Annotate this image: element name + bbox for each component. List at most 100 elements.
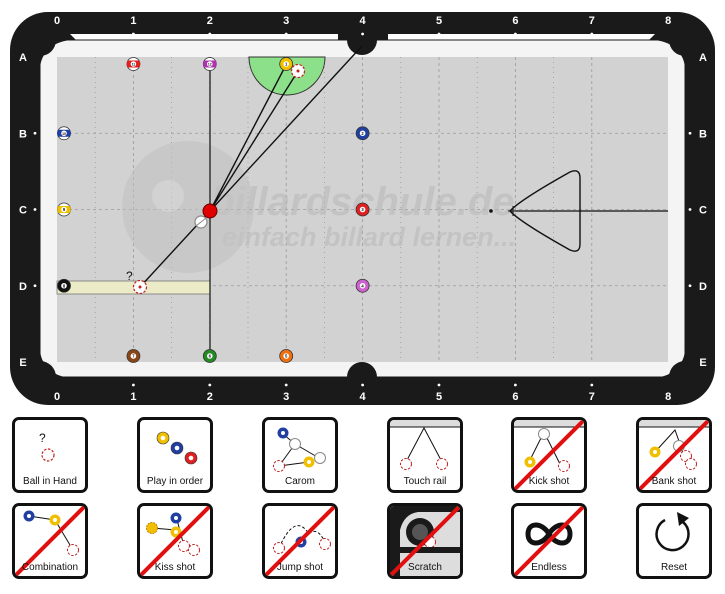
reset-icon — [655, 512, 690, 552]
row-label-B: B — [19, 128, 27, 140]
col-label-7: 7 — [589, 391, 595, 403]
ball-in-hand-icon: ? — [39, 431, 55, 462]
bank-shot-button[interactable]: Bank shot — [636, 417, 712, 493]
disabled-cross — [265, 506, 335, 576]
pool-ball-number: 11 — [132, 63, 136, 67]
diamond-marker — [361, 32, 364, 36]
diamond-marker — [688, 208, 692, 211]
button-label: Touch rail — [403, 476, 447, 487]
diamond-marker — [33, 131, 37, 135]
pockets — [18, 20, 707, 398]
pool-ball-number: 2 — [361, 131, 364, 136]
pool-ball-4[interactable]: 4 — [355, 278, 370, 293]
diamond-marker — [33, 208, 37, 211]
disabled-cross — [15, 506, 85, 576]
play-in-order-icon — [156, 431, 198, 465]
cue-ball-target[interactable] — [290, 63, 306, 79]
foot-spot — [489, 209, 493, 213]
play-in-order-button[interactable]: Play in order — [137, 417, 213, 493]
pool-ball-11[interactable]: 11 — [126, 57, 141, 71]
button-label: Jump shot — [276, 562, 324, 573]
diamond-marker — [284, 383, 288, 387]
touch-rail-icon — [390, 420, 460, 470]
scratch-button[interactable]: Scratch — [387, 503, 463, 579]
pool-table[interactable]: billardschule.de einfach billard lernen.… — [0, 0, 725, 412]
diamond-marker — [33, 284, 37, 288]
pool-ball-3[interactable]: 3 — [355, 202, 370, 217]
pool-ball-6[interactable]: 6 — [202, 349, 217, 363]
carom-button[interactable]: Carom — [262, 417, 338, 493]
pool-ball-9[interactable]: 9 — [57, 202, 71, 217]
button-label: Play in order — [146, 476, 204, 487]
pool-ball-8[interactable]: 8 — [57, 278, 71, 293]
jump-shot-icon — [265, 506, 335, 576]
target-zone — [248, 56, 326, 96]
jump-shot-button[interactable]: Jump shot — [262, 503, 338, 579]
col-label-3: 3 — [283, 15, 289, 27]
row-label-C: C — [699, 205, 707, 217]
button-label: Scratch — [408, 562, 442, 573]
watermark-text-1: billardschule.de — [210, 180, 515, 224]
disabled-cross — [514, 506, 584, 576]
diamond-marker — [688, 284, 692, 288]
kiss-shot-button[interactable]: Kiss shot — [137, 503, 213, 579]
shot-lines — [139, 45, 363, 288]
pool-ball-1[interactable]: 1 — [279, 57, 294, 71]
row-label-A: A — [699, 52, 707, 64]
diamond-marker — [590, 32, 594, 36]
diamond-marker — [132, 32, 135, 36]
row-label-E: E — [19, 357, 26, 369]
diamond-marker — [514, 32, 517, 36]
button-label: Carom — [284, 476, 315, 487]
watermark-text-2: einfach billard lernen... — [222, 222, 516, 252]
col-label-6: 6 — [512, 15, 518, 27]
pool-ball-number: 9 — [63, 207, 66, 212]
ball-in-hand-button[interactable]: ? Ball in Hand — [12, 417, 88, 493]
col-label-5: 5 — [436, 15, 442, 27]
question-mark: ? — [126, 269, 133, 283]
pool-ball-number: 12 — [208, 63, 212, 67]
button-label: Endless — [531, 562, 567, 573]
button-label: Reset — [660, 562, 688, 573]
combination-button[interactable]: Combination — [12, 503, 88, 579]
endless-button[interactable]: Endless — [511, 503, 587, 579]
pool-ball-10[interactable]: 10 — [57, 126, 71, 141]
col-label-7: 7 — [589, 15, 595, 27]
row-label-B: B — [699, 128, 707, 140]
pool-ball-number: 5 — [285, 354, 288, 359]
disabled-cross — [140, 506, 210, 576]
diamond-marker — [688, 131, 692, 135]
pool-ball-12[interactable]: 12 — [202, 57, 217, 71]
col-label-8: 8 — [665, 15, 671, 27]
col-label-0: 0 — [54, 391, 60, 403]
object-ball-red[interactable] — [202, 203, 218, 219]
row-label-D: D — [699, 281, 707, 293]
col-label-5: 5 — [436, 391, 442, 403]
col-label-3: 3 — [283, 391, 289, 403]
pool-ball-number: 8 — [63, 283, 66, 288]
pocket-top-middle — [347, 25, 377, 55]
row-label-E: E — [699, 357, 706, 369]
col-label-1: 1 — [130, 391, 136, 403]
diamond-marker — [208, 32, 212, 36]
reset-button[interactable]: Reset — [636, 503, 712, 579]
table-rail-top-right — [388, 34, 655, 40]
disabled-cross — [639, 420, 709, 490]
row-label-D: D — [19, 281, 27, 293]
pool-ball-number: 10 — [62, 132, 66, 136]
pool-ball-7[interactable]: 7 — [126, 349, 141, 363]
cue-ball[interactable] — [132, 279, 148, 295]
diamond-marker — [437, 383, 441, 387]
diamond-marker — [514, 383, 517, 387]
row-label-A: A — [19, 52, 27, 64]
col-label-2: 2 — [207, 391, 213, 403]
kick-shot-button[interactable]: Kick shot — [511, 417, 587, 493]
kiss-shot-icon — [140, 506, 210, 576]
pool-ball-2[interactable]: 2 — [355, 126, 370, 141]
col-label-4: 4 — [360, 15, 367, 27]
col-label-8: 8 — [665, 391, 671, 403]
rack-triangle — [509, 170, 581, 252]
button-label: Ball in Hand — [23, 476, 77, 487]
pool-ball-5[interactable]: 5 — [279, 349, 294, 363]
touch-rail-button[interactable]: Touch rail — [387, 417, 463, 493]
